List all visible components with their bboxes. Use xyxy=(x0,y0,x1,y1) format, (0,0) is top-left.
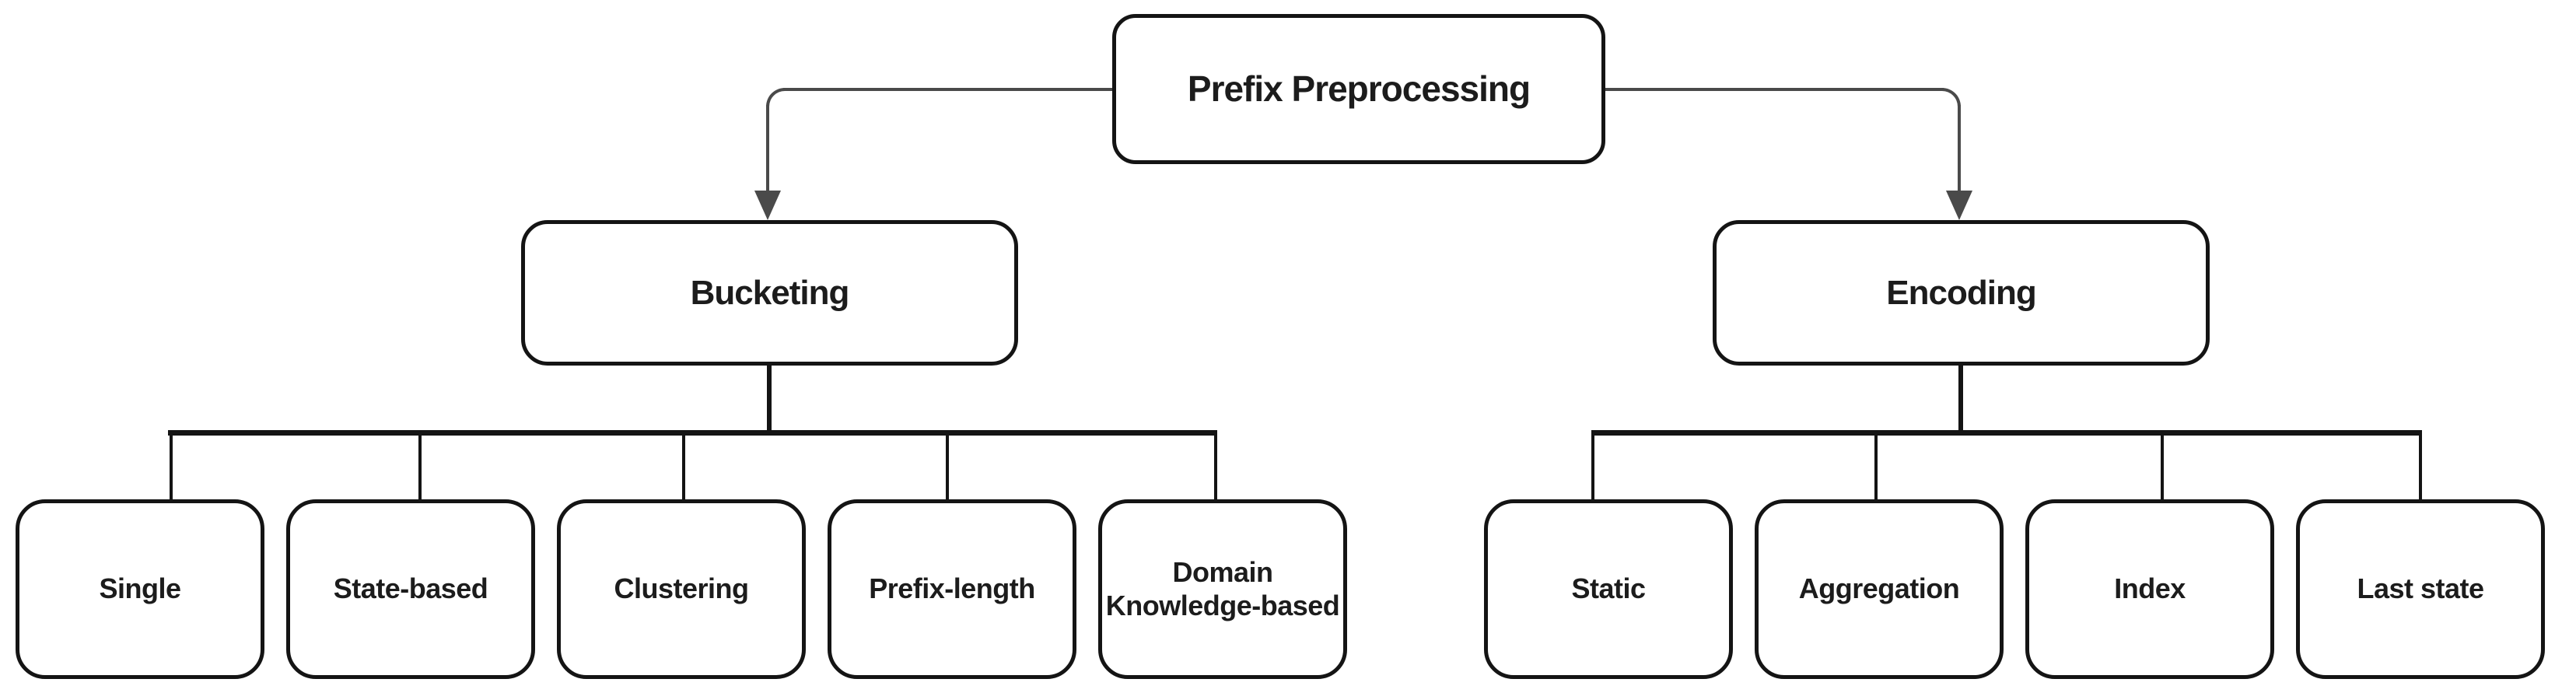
node-label: Aggregation xyxy=(1798,572,1960,605)
connector-root-encoding-corner xyxy=(1942,88,1961,107)
node-label: Prefix-length xyxy=(869,572,1035,605)
node-index: Index xyxy=(2025,499,2274,679)
connector-root-encoding-horizontal xyxy=(1604,88,1944,91)
node-label: Index xyxy=(2114,572,2186,605)
node-domain-knowledge-based: Domain Knowledge-based xyxy=(1098,499,1347,679)
node-label: Prefix Preprocessing xyxy=(1187,68,1531,110)
connector-root-encoding-vertical xyxy=(1958,105,1961,192)
node-static: Static xyxy=(1484,499,1733,679)
node-label: Clustering xyxy=(614,572,749,605)
drop-state-based xyxy=(418,434,422,501)
node-prefix-length: Prefix-length xyxy=(828,499,1076,679)
node-aggregation: Aggregation xyxy=(1755,499,2004,679)
connector-root-bucketing-horizontal xyxy=(783,88,1113,91)
drop-last-state xyxy=(2419,434,2422,501)
node-label: Last state xyxy=(2357,572,2484,605)
node-clustering: Clustering xyxy=(557,499,806,679)
node-label: Bucketing xyxy=(690,273,850,312)
node-label: Encoding xyxy=(1886,273,2036,312)
arrowhead-down-icon xyxy=(1946,191,1972,220)
drop-prefix-length xyxy=(946,434,949,501)
drop-static xyxy=(1591,434,1594,501)
node-label: Single xyxy=(99,572,181,605)
node-single: Single xyxy=(16,499,264,679)
node-encoding: Encoding xyxy=(1713,220,2210,366)
drop-index xyxy=(2161,434,2164,501)
connector-root-bucketing-corner xyxy=(766,88,785,107)
node-label: State-based xyxy=(333,572,488,605)
node-prefix-preprocessing: Prefix Preprocessing xyxy=(1112,14,1605,164)
stem-bucketing xyxy=(767,363,772,433)
bus-encoding-children xyxy=(1591,430,2422,436)
drop-single xyxy=(170,434,173,501)
connector-root-bucketing-vertical xyxy=(766,105,769,192)
node-state-based: State-based xyxy=(286,499,535,679)
node-last-state: Last state xyxy=(2296,499,2545,679)
node-bucketing: Bucketing xyxy=(521,220,1018,366)
node-label: Static xyxy=(1571,572,1646,605)
node-label: Domain Knowledge-based xyxy=(1105,556,1340,621)
drop-domain-knowledge-based xyxy=(1214,434,1217,501)
stem-encoding xyxy=(1958,363,1963,433)
bus-bucketing-children xyxy=(168,430,1217,436)
drop-aggregation xyxy=(1874,434,1878,501)
arrowhead-down-icon xyxy=(754,191,781,220)
drop-clustering xyxy=(682,434,685,501)
